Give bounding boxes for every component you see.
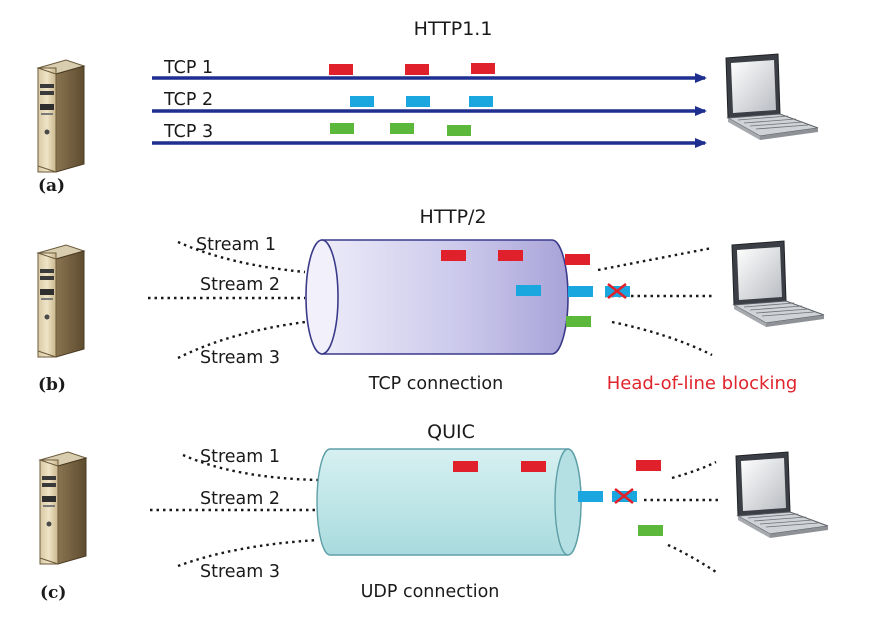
packet-blue [350, 96, 374, 107]
stream1-label: Stream 1 [200, 447, 280, 467]
server-icon [37, 59, 85, 173]
packet-red [329, 64, 353, 75]
packet-red [441, 250, 466, 261]
tcp1-label: TCP 1 [163, 58, 213, 78]
panel-c: QUIC Stream 1 Stream 2 Stream 3 UDP conn… [39, 421, 829, 603]
packet-blue [469, 96, 493, 107]
panel-a: HTTP1.1 TCP 1 TCP 2 TCP 3 (a) [37, 18, 819, 196]
panel-a-letter: (a) [38, 176, 65, 196]
panel-c-title: QUIC [427, 421, 475, 443]
packet-blue [516, 285, 541, 296]
tcp-connection-pipe [305, 239, 569, 355]
stream3-path [177, 538, 319, 568]
udp-connection-pipe [316, 448, 582, 556]
packet-red [453, 461, 478, 472]
packet-green [638, 525, 663, 536]
stream1-label: Stream 1 [196, 235, 276, 255]
packet-green [330, 123, 354, 134]
packet-red [471, 63, 495, 74]
tcp-connection-label: TCP connection [368, 374, 503, 394]
stream1-out-path [671, 460, 717, 480]
packet-red [521, 461, 546, 472]
stream3-path [177, 320, 306, 360]
server-icon [39, 451, 87, 565]
packet-red [565, 254, 590, 265]
panel-c-letter: (c) [40, 583, 66, 603]
packet-red [405, 64, 429, 75]
stream2-label: Stream 2 [200, 275, 280, 295]
laptop-icon [725, 53, 819, 141]
laptop-icon [731, 240, 825, 328]
stream2-label: Stream 2 [200, 489, 280, 509]
panel-b-title: HTTP/2 [419, 206, 486, 228]
head-of-line-blocking-label: Head-of-line blocking [607, 373, 798, 394]
stream1-out-path [597, 246, 713, 272]
tcp3-label: TCP 3 [163, 122, 213, 142]
stream1-path [177, 240, 306, 274]
packet-red [636, 460, 661, 471]
panel-b: HTTP/2 Stream 1 Stream 2 Stream 3 TCP co… [37, 206, 825, 395]
packet-blue [406, 96, 430, 107]
packet-red [498, 250, 523, 261]
stream3-label: Stream 3 [200, 348, 280, 368]
udp-connection-label: UDP connection [361, 582, 500, 602]
packet-blue [578, 491, 603, 502]
packet-green [566, 316, 591, 327]
server-icon [37, 244, 85, 358]
packet-blue [568, 286, 593, 297]
stream1-path [182, 453, 319, 482]
stream3-out-path [667, 543, 717, 574]
packet-green [390, 123, 414, 134]
panel-a-title: HTTP1.1 [414, 18, 493, 40]
packet-green [447, 125, 471, 136]
panel-b-letter: (b) [38, 375, 66, 395]
tcp2-label: TCP 2 [163, 90, 213, 110]
stream3-out-path [611, 320, 713, 357]
laptop-icon [735, 451, 829, 539]
stream3-label: Stream 3 [200, 562, 280, 582]
